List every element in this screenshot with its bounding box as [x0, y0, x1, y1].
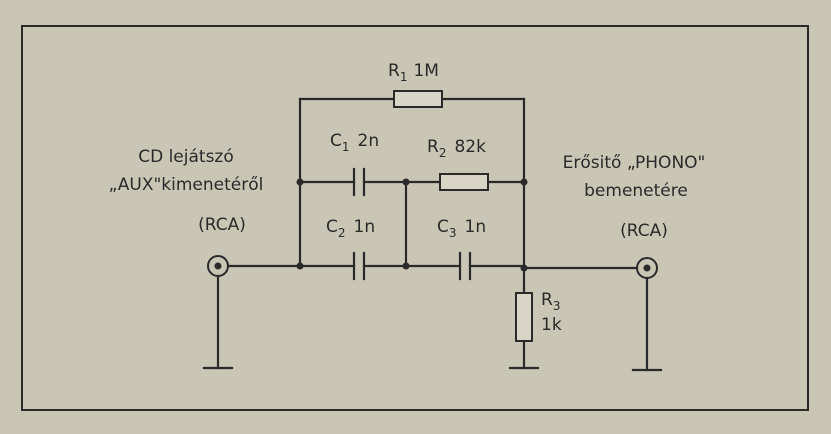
target-line2: bemenetére	[584, 181, 688, 201]
junction-dots	[296, 178, 528, 272]
source-line3: (RCA)	[198, 215, 246, 235]
r3-value: 1k	[541, 315, 562, 335]
target-line3: (RCA)	[620, 221, 668, 241]
input-rca-jack	[202, 255, 234, 370]
resistor-r3	[515, 292, 533, 342]
resistor-r2	[439, 173, 489, 191]
source-line2: „AUX"kimenetéről	[109, 175, 264, 195]
diagram-frame	[21, 25, 809, 411]
source-line1: CD lejátszó	[138, 147, 234, 167]
r3-label: R3	[541, 290, 560, 313]
target-line1: Erősitő „PHONO"	[563, 153, 706, 173]
capacitor-c3	[458, 251, 472, 281]
capacitor-c1	[352, 167, 366, 197]
target-label: Erősitő „PHONO" bemenetére (RCA)	[563, 153, 706, 241]
resistor-r1	[393, 90, 443, 108]
output-rca-jack	[631, 257, 663, 372]
capacitor-c2	[352, 251, 366, 281]
source-label: CD lejátszó „AUX"kimenetéről (RCA)	[109, 147, 264, 235]
